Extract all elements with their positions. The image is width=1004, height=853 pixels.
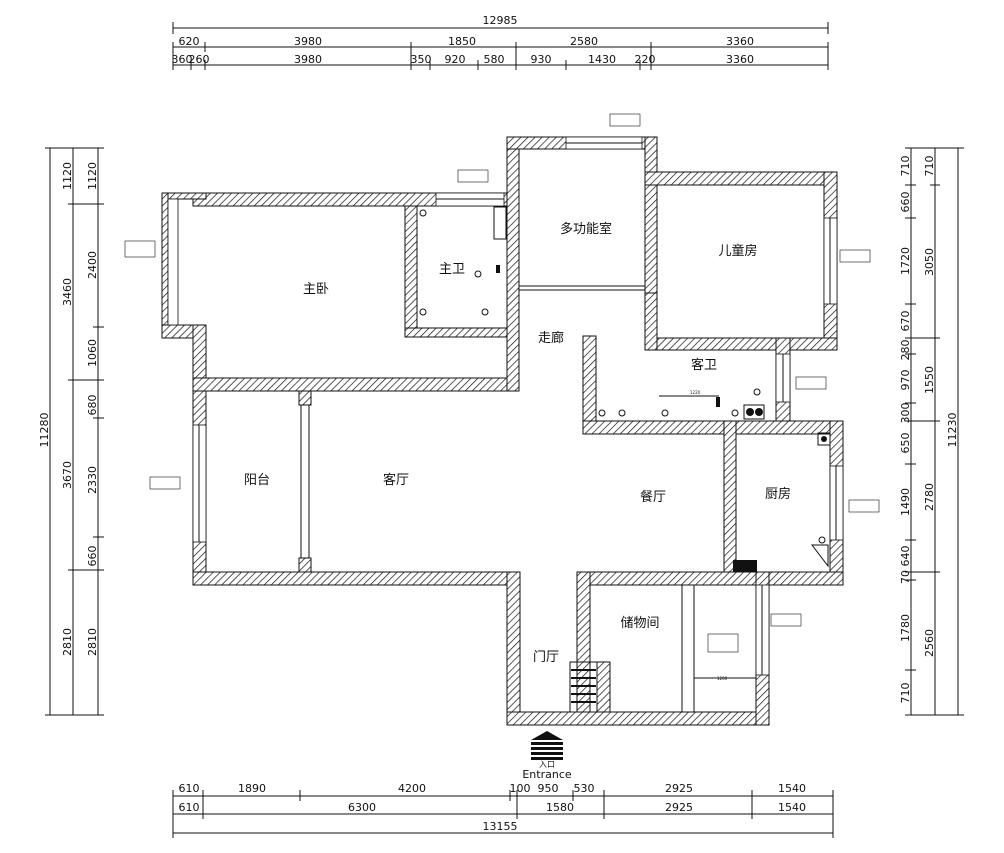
left-c3-1: 2400 — [86, 251, 99, 279]
bot-r1-5: 530 — [574, 782, 595, 795]
left-c3-0: 1120 — [86, 162, 99, 190]
right-total-dim: 11230 — [946, 413, 959, 448]
label-master-bath: 主卫 — [439, 262, 465, 277]
top-dim-r2-7: 1430 — [588, 53, 616, 66]
windows — [167, 136, 844, 676]
bot-r1-1: 1890 — [238, 782, 266, 795]
right-c1-6: 300 — [899, 403, 912, 424]
left-total-dim: 11280 — [38, 413, 51, 448]
right-c2-0: 710 — [923, 156, 936, 177]
entrance-marker: 入口 Entrance — [522, 731, 572, 781]
top-dim-r1-1: 3980 — [294, 35, 322, 48]
right-c1-7: 650 — [899, 433, 912, 454]
fixtures: 1220 1200 — [124, 113, 880, 713]
note-1200: 1200 — [717, 676, 728, 681]
left-c3-4: 2330 — [86, 466, 99, 494]
right-c1-8: 1490 — [899, 488, 912, 516]
left-dimensions: 11280 1120 3460 3670 2810 1120 2400 1060… — [38, 147, 104, 716]
right-c1-12: 710 — [899, 683, 912, 704]
bot-r1-0: 610 — [179, 782, 200, 795]
right-c2-3: 2780 — [923, 483, 936, 511]
bottom-total-dim: 13155 — [483, 820, 518, 833]
left-c3-3: 680 — [86, 395, 99, 416]
right-c1-4: 280 — [899, 340, 912, 361]
left-c2-2: 3670 — [61, 461, 74, 489]
top-dim-r2-8: 220 — [635, 53, 656, 66]
label-balcony: 阳台 — [244, 473, 270, 488]
top-dim-r2-0: 360 — [172, 53, 193, 66]
right-c1-5: 970 — [899, 370, 912, 391]
left-c3-5: 660 — [86, 546, 99, 567]
bot-r2-4: 1540 — [778, 801, 806, 814]
right-c1-2: 1720 — [899, 247, 912, 275]
top-dimensions: 12985 620 3980 1850 2580 3360 360 260 39… — [172, 14, 829, 70]
label-dining: 餐厅 — [640, 489, 666, 505]
right-c1-11: 1780 — [899, 614, 912, 642]
left-c3-6: 2810 — [86, 628, 99, 656]
top-dim-r1-0: 620 — [179, 35, 200, 48]
bot-r2-1: 6300 — [348, 801, 376, 814]
top-dim-r2-3: 350 — [411, 53, 432, 66]
label-guest-bath: 客卫 — [691, 357, 717, 373]
left-c3-2: 1060 — [86, 339, 99, 367]
right-c1-10: 70 — [899, 570, 912, 584]
top-dim-r2-6: 930 — [531, 53, 552, 66]
label-master-bedroom: 主卧 — [303, 282, 329, 297]
right-c2-2: 1550 — [923, 366, 936, 394]
left-c2-0: 1120 — [61, 162, 74, 190]
bot-r1-3: 100 — [510, 782, 531, 795]
right-c1-9: 640 — [899, 546, 912, 567]
entrance-cn-label: 入口 — [539, 760, 555, 769]
top-dim-r2-1: 260 — [189, 53, 210, 66]
label-storage: 储物间 — [620, 616, 659, 631]
label-living: 客厅 — [383, 472, 409, 488]
bottom-dimensions: 610 1890 4200 100 950 530 2925 1540 610 … — [172, 782, 834, 838]
left-c2-3: 2810 — [61, 628, 74, 656]
bot-r1-7: 1540 — [778, 782, 806, 795]
note-1220: 1220 — [690, 390, 701, 395]
right-c1-3: 670 — [899, 311, 912, 332]
top-dim-r1-3: 2580 — [570, 35, 598, 48]
right-c1-1: 660 — [899, 192, 912, 213]
label-foyer: 门厅 — [533, 650, 559, 665]
label-kids-room: 儿童房 — [718, 243, 757, 259]
left-c2-1: 3460 — [61, 278, 74, 306]
walls — [161, 136, 844, 726]
bot-r1-2: 4200 — [398, 782, 426, 795]
right-c1-0: 710 — [899, 156, 912, 177]
entrance-en-label: Entrance — [522, 768, 572, 781]
bot-r2-2: 1580 — [546, 801, 574, 814]
label-kitchen: 厨房 — [765, 486, 791, 502]
room-labels: 主卧 主卫 多功能室 儿童房 走廊 客卫 阳台 客厅 餐厅 厨房 储物间 门厅 — [244, 221, 791, 665]
top-dim-r2-2: 3980 — [294, 53, 322, 66]
top-dim-r1-2: 1850 — [448, 35, 476, 48]
label-corridor: 走廊 — [538, 330, 564, 346]
bot-r2-3: 2925 — [665, 801, 693, 814]
bot-r2-0: 610 — [179, 801, 200, 814]
bot-r1-6: 2925 — [665, 782, 693, 795]
partition-lines — [300, 285, 756, 713]
right-dimensions: 710 660 1720 670 280 970 300 650 1490 64… — [899, 147, 964, 716]
bot-r1-4: 950 — [538, 782, 559, 795]
right-c2-4: 2560 — [923, 629, 936, 657]
top-dim-r2-4: 920 — [445, 53, 466, 66]
top-total-dim: 12985 — [483, 14, 518, 27]
label-multi-room: 多功能室 — [560, 221, 612, 237]
right-c2-1: 3050 — [923, 248, 936, 276]
top-dim-r2-5: 580 — [484, 53, 505, 66]
top-dim-r1-4: 3360 — [726, 35, 754, 48]
top-dim-r2-9: 3360 — [726, 53, 754, 66]
